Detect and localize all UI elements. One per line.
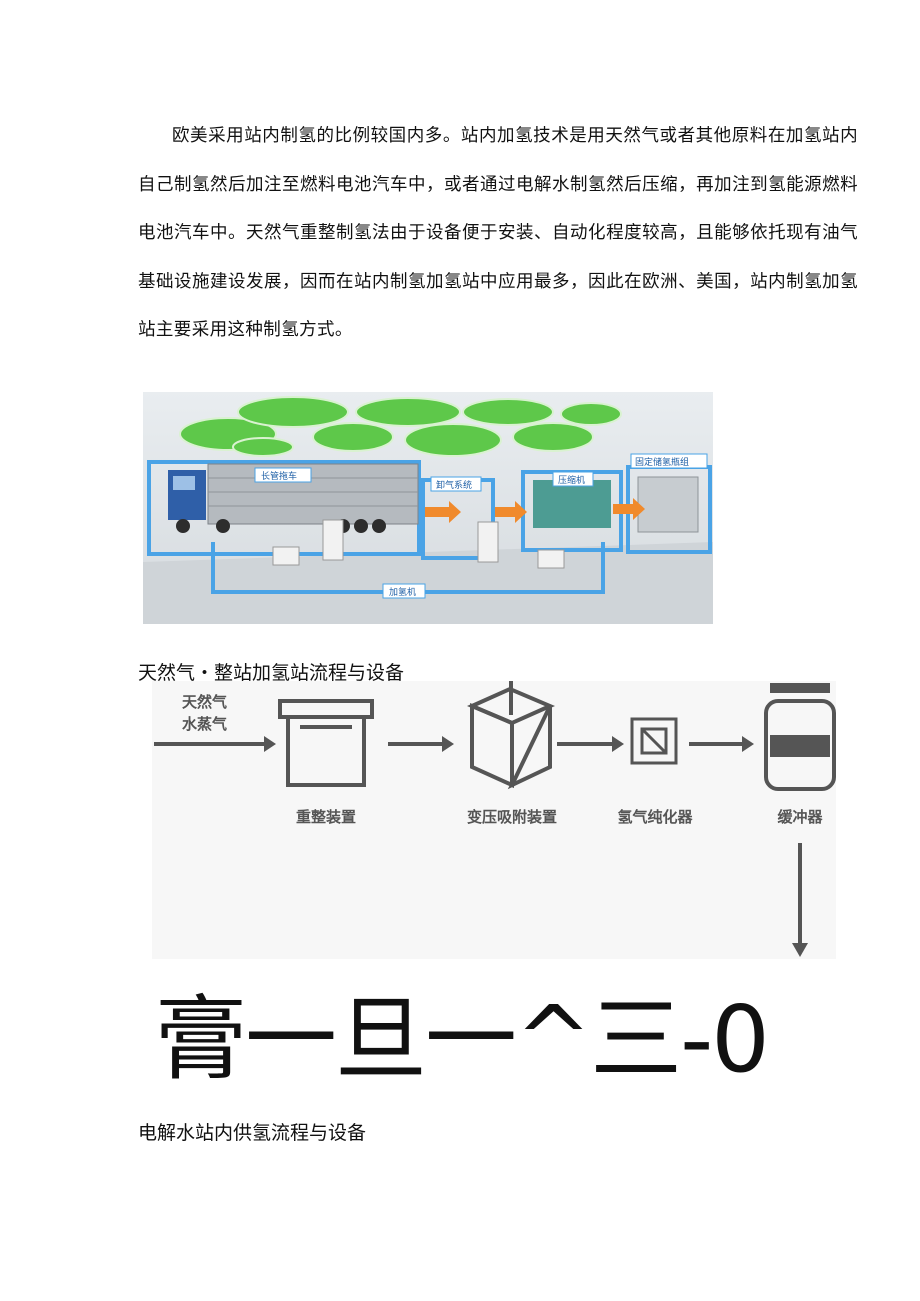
purifier-icon (630, 717, 678, 765)
step-reformer-label: 重整装置 (296, 808, 356, 826)
garbled-ocr-line: 膏一旦一^三-0 (155, 986, 770, 1093)
compressor-label: 压缩机 (558, 474, 585, 486)
hydrogen-station-illustration: 长管拖车 卸气系统 压缩机 固定储氢瓶组 加氢机 (143, 392, 713, 624)
intro-paragraph: 欧美采用站内制氢的比例较国内多。站内加氢技术是用天然气或者其他原料在加氢站内自己… (138, 126, 858, 341)
step-purifier-label: 氢气纯化器 (617, 808, 693, 826)
tube-trailer-label: 长管拖车 (261, 470, 297, 482)
figure-caption-natural-gas: 天然气・整站加氢站流程与设备 (138, 662, 405, 684)
step-buffer-label: 缓冲器 (777, 808, 823, 826)
buffer-tank-icon (764, 683, 836, 791)
step-psa-label: 变压吸附装置 (467, 808, 557, 826)
input-natural-gas-label: 天然气 (182, 693, 227, 711)
natural-gas-flow-diagram: 天然气 水蒸气 重整装置 变压吸附装置 (152, 681, 836, 959)
storage-label: 固定储氢瓶组 (635, 456, 689, 468)
psa-cube-icon (466, 681, 556, 790)
figure-caption-electrolysis: 电解水站内供氢流程与设备 (138, 1122, 367, 1144)
dispenser-label: 加氢机 (389, 586, 416, 598)
canopy-shape (179, 396, 622, 457)
reformer-icon (278, 699, 374, 787)
unloading-system-label: 卸气系统 (436, 479, 472, 491)
input-steam-label: 水蒸气 (182, 715, 227, 733)
